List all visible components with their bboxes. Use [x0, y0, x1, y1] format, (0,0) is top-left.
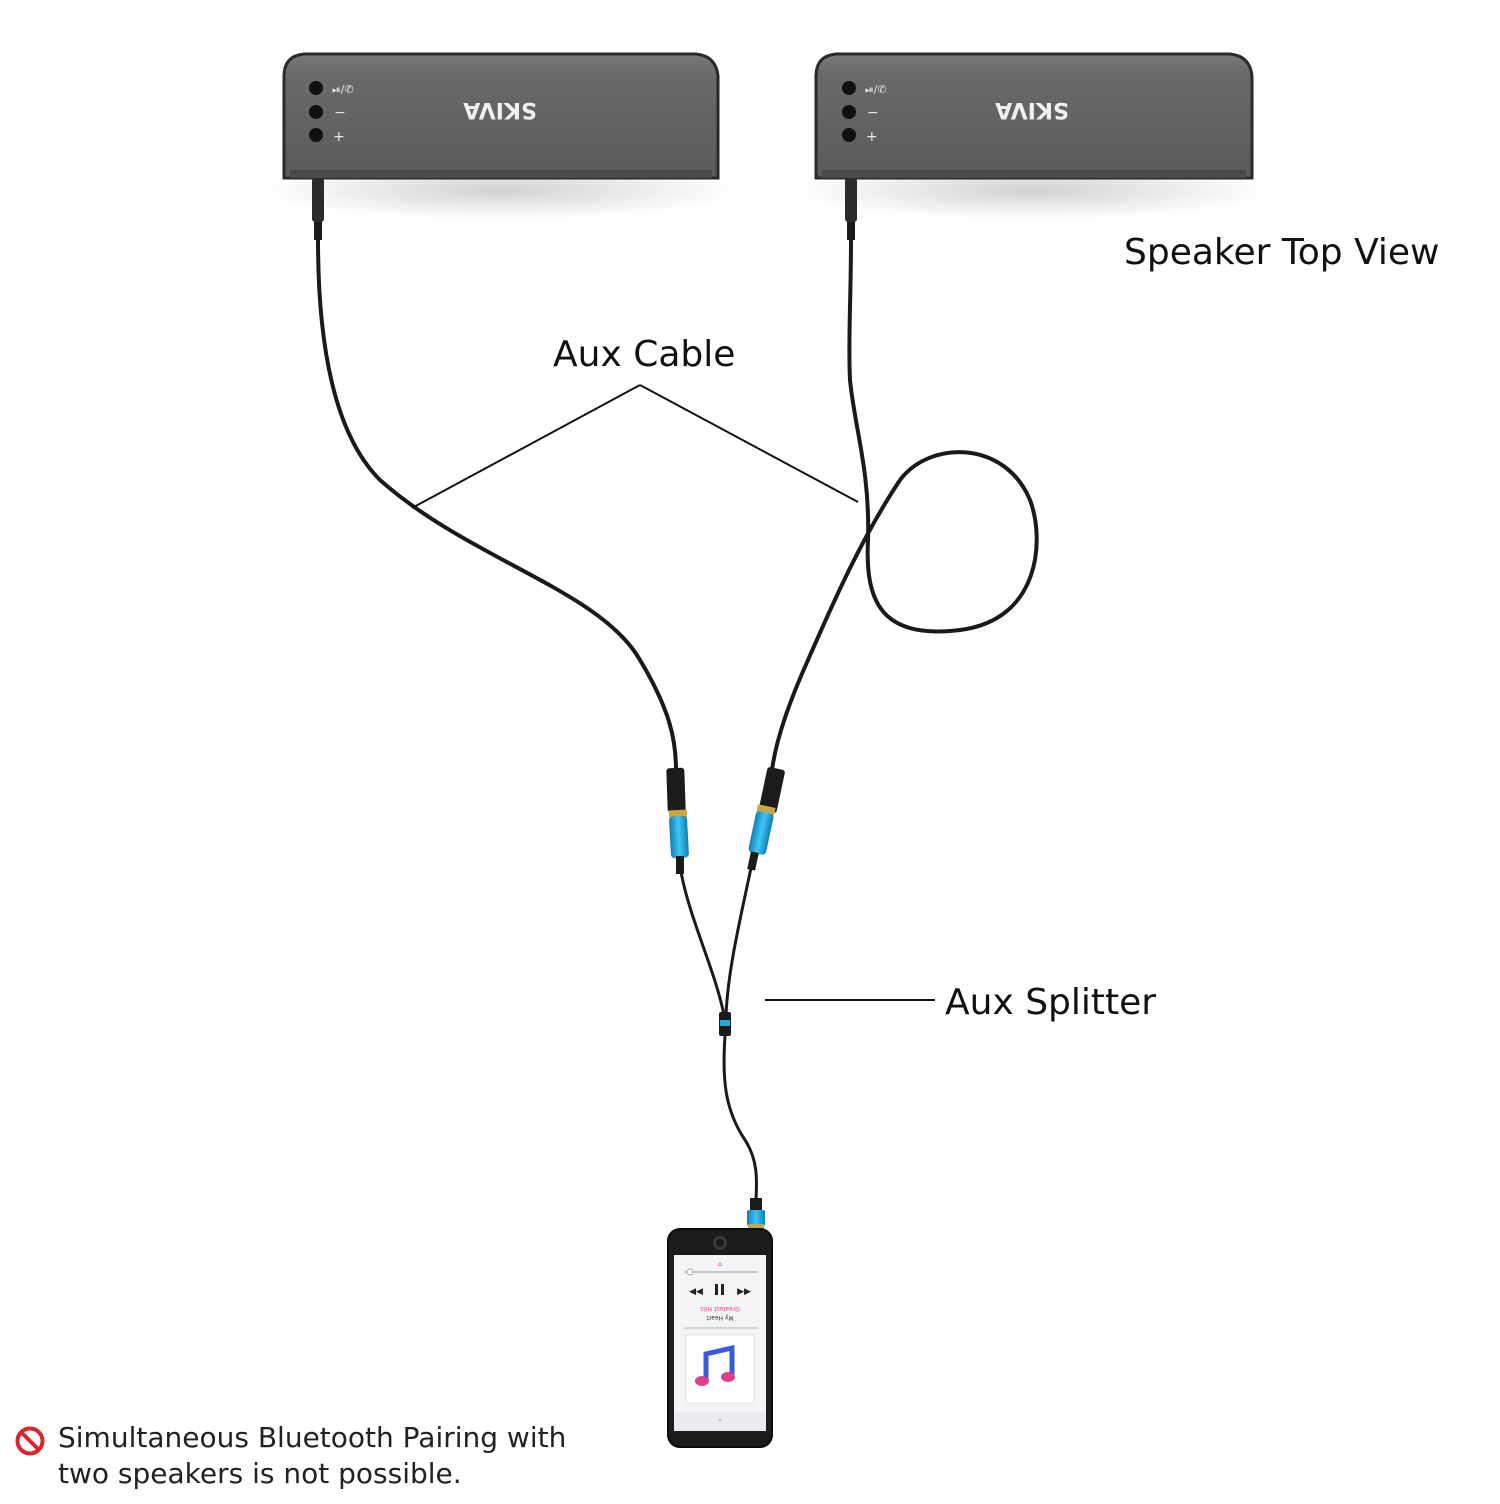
prohibited-icon-slash: [20, 1431, 40, 1451]
music-note-stem: [703, 1344, 735, 1383]
volume-slider-knob: [686, 1268, 694, 1276]
aux-cable-left-connector: [666, 767, 686, 813]
main-plug-blue: [747, 1210, 765, 1226]
aux-cable-leader-right: [639, 384, 859, 503]
rewind-icon: ◀◀: [689, 1287, 703, 1297]
speaker-left: ⏯/✆ − + SKIVA: [260, 52, 740, 240]
splitter-right-strain: [747, 851, 759, 871]
speaker-right-plug: [845, 178, 857, 222]
speaker-right-minus-button: [842, 105, 856, 119]
speaker-left-body: [282, 52, 720, 180]
speaker-right-plus-label: +: [866, 129, 878, 145]
speaker-right-play-label: ⏯/✆: [865, 83, 887, 96]
speaker-left-plug-strain: [314, 222, 322, 240]
splitter-left-blue-housing: [669, 815, 689, 859]
speaker-right-plug-strain: [847, 222, 855, 240]
splitter-left-plug: [668, 809, 689, 874]
prohibited-icon: [15, 1426, 45, 1456]
track-artist: My Heart: [706, 1314, 734, 1321]
airplay-icon: ⌂: [718, 1260, 722, 1268]
aux-cable-left: [316, 238, 678, 772]
speaker-top-view-label: Speaker Top View: [1124, 232, 1440, 273]
phone-music-app: ⌂ ◀◀ ▶▶ Greatest Hits My Heart ⌃: [674, 1260, 766, 1431]
speaker-right-base: [822, 170, 1246, 178]
playback-controls: ◀◀ ▶▶: [689, 1284, 751, 1297]
smartphone: ⌂ ◀◀ ▶▶ Greatest Hits My Heart ⌃: [667, 1228, 773, 1448]
main-plug-strain: [750, 1198, 762, 1212]
speaker-right: ⏯/✆ − + SKIVA: [792, 52, 1272, 240]
control-center-chevron-icon: ⌃: [717, 1418, 724, 1427]
speaker-left-play-label: ⏯/✆: [332, 83, 354, 96]
speaker-left-play-button: [309, 81, 323, 95]
splitter-junction-ring: [720, 1020, 730, 1026]
speaker-left-plus-label: +: [333, 129, 345, 145]
bluetooth-notice-line-1: Simultaneous Bluetooth Pairing with: [58, 1421, 567, 1454]
speaker-left-plug: [312, 178, 324, 222]
speaker-left-brand-logo: SKIVA: [463, 97, 537, 122]
speaker-left-base: [290, 170, 712, 178]
speaker-right-minus-label: −: [867, 105, 879, 121]
music-note-head-right: [721, 1372, 735, 1382]
splitter-right-plug: [747, 804, 776, 871]
splitter-right-blue-housing: [748, 811, 774, 855]
phone-bottom-bar: [674, 1412, 766, 1431]
bluetooth-notice-text: Simultaneous Bluetooth Pairing with two …: [58, 1420, 566, 1492]
speaker-left-minus-button: [309, 105, 323, 119]
splitter-wire-right: [724, 867, 753, 1016]
pause-icon-bar-2: [721, 1284, 724, 1295]
aux-splitter-label: Aux Splitter: [945, 982, 1157, 1023]
music-note-icon: [695, 1344, 735, 1386]
fast-forward-icon: ▶▶: [737, 1287, 751, 1297]
splitter-main-wire: [722, 1035, 759, 1201]
pause-icon: [715, 1284, 718, 1295]
bluetooth-notice-line-2: two speakers is not possible.: [58, 1457, 462, 1490]
album-artwork: [685, 1334, 755, 1404]
speaker-right-body: [814, 52, 1254, 180]
aux-cable-leader-left: [411, 384, 641, 509]
speaker-right-brand-logo: SKIVA: [995, 97, 1069, 122]
speaker-left-plus-button: [309, 128, 323, 142]
splitter-left-strain: [676, 856, 684, 874]
aux-cable-right: [770, 238, 1039, 772]
speaker-right-plus-button: [842, 128, 856, 142]
aux-cable-label: Aux Cable: [553, 334, 736, 375]
speaker-left-minus-label: −: [334, 105, 346, 121]
splitter-wire-left: [679, 871, 726, 1016]
prohibited-icon-ring: [15, 1426, 45, 1456]
music-note-head-left: [695, 1376, 709, 1386]
aux-cable-right-connector: [759, 767, 785, 813]
track-title: Greatest Hits: [700, 1305, 739, 1312]
phone-home-button-inner: [716, 1239, 724, 1247]
speaker-right-play-button: [842, 81, 856, 95]
